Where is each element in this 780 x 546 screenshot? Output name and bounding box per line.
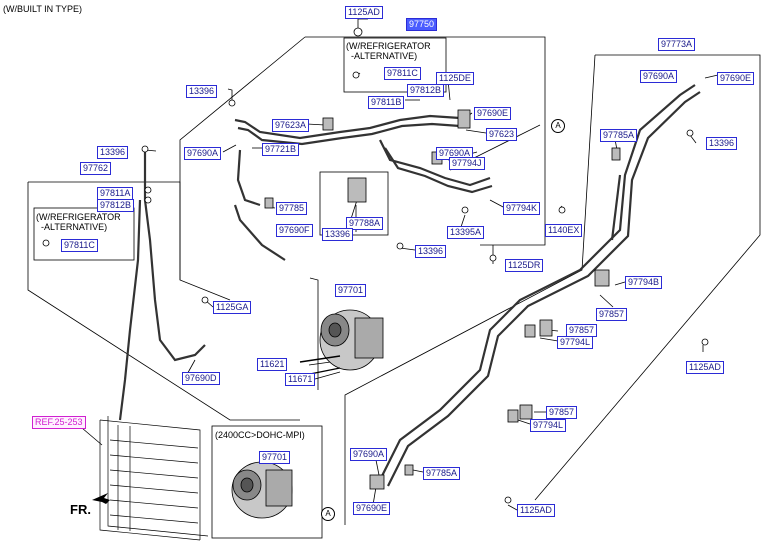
- part-label-97773a[interactable]: 97773A: [658, 38, 696, 51]
- part-label-97701[interactable]: 97701: [335, 284, 367, 297]
- engine-note: (2400CC>DOHC-MPI): [215, 430, 305, 440]
- part-label-97690e[interactable]: 97690E: [353, 502, 391, 515]
- part-label-97721b[interactable]: 97721B: [262, 143, 300, 156]
- part-label-97794j[interactable]: 97794J: [449, 157, 485, 170]
- part-label-97690a[interactable]: 97690A: [184, 147, 222, 160]
- group-frame-97762: [28, 181, 181, 280]
- part-label-97623a[interactable]: 97623A: [272, 119, 310, 132]
- part-label-97690e[interactable]: 97690E: [474, 107, 512, 120]
- part-label-1125ad[interactable]: 1125AD: [517, 504, 555, 517]
- front-direction-label: FR.: [70, 502, 91, 517]
- part-label-97788a[interactable]: 97788A: [346, 217, 384, 230]
- part-label-97701[interactable]: 97701: [259, 451, 291, 464]
- reference-label[interactable]: REF.25-253: [32, 416, 86, 429]
- part-label-13396[interactable]: 13396: [186, 85, 218, 98]
- part-label-97750[interactable]: 97750: [406, 18, 438, 31]
- part-label-13396[interactable]: 13396: [415, 245, 447, 258]
- part-label-97794b[interactable]: 97794B: [625, 276, 663, 289]
- part-label-97794l[interactable]: 97794L: [557, 336, 594, 349]
- bracket-box: [319, 171, 389, 236]
- group-frame-97762-bottom: [27, 182, 300, 421]
- part-label-97690a[interactable]: 97690A: [350, 448, 388, 461]
- part-label-97690f[interactable]: 97690F: [276, 224, 313, 237]
- part-label-97794l[interactable]: 97794L: [530, 419, 567, 432]
- group-frame-left-edge: [179, 36, 306, 301]
- part-label-97857[interactable]: 97857: [596, 308, 628, 321]
- part-label-97623[interactable]: 97623: [486, 128, 518, 141]
- part-label-1125ad[interactable]: 1125AD: [686, 361, 724, 374]
- part-label-97811b[interactable]: 97811B: [368, 96, 405, 109]
- part-label-97811c[interactable]: 97811C: [384, 67, 421, 80]
- fr-arrow-icon: [92, 493, 110, 504]
- part-label-13395a[interactable]: 13395A: [447, 226, 485, 239]
- part-label-11621[interactable]: 11621: [257, 358, 288, 371]
- part-label-1125ad[interactable]: 1125AD: [345, 6, 383, 19]
- group-frame-97773A: [534, 54, 761, 501]
- part-label-97811c[interactable]: 97811C: [61, 239, 98, 252]
- group-frame-97750: [305, 36, 546, 246]
- refrigerator-box-left: [33, 207, 135, 261]
- part-label-97794k[interactable]: 97794K: [503, 202, 541, 215]
- part-label-13396[interactable]: 13396: [706, 137, 738, 150]
- part-label-97785[interactable]: 97785: [276, 202, 308, 215]
- part-label-1140ex[interactable]: 1140EX: [545, 224, 583, 237]
- part-label-97785a[interactable]: 97785A: [600, 129, 638, 142]
- connector-a-top: A: [551, 119, 565, 133]
- refrigerator-note-top: (W/REFRIGERATOR -ALTERNATIVE): [346, 41, 431, 61]
- type-note: (W/BUILT IN TYPE): [3, 4, 83, 14]
- part-label-97690d[interactable]: 97690D: [182, 372, 220, 385]
- part-label-97690e[interactable]: 97690E: [717, 72, 755, 85]
- part-label-97812b[interactable]: 97812B: [407, 84, 445, 97]
- part-label-97690a[interactable]: 97690A: [640, 70, 678, 83]
- compressor-leader: [309, 277, 319, 390]
- engine-box: [211, 425, 323, 539]
- refrigerator-box-top: [343, 37, 447, 93]
- part-label-97812b[interactable]: 97812B: [97, 199, 135, 212]
- part-label-97762[interactable]: 97762: [80, 162, 112, 175]
- part-label-1125de[interactable]: 1125DE: [436, 72, 474, 85]
- connector-a-bottom: A: [321, 507, 335, 521]
- group-frame-97773A-left: [344, 54, 596, 525]
- part-label-97857[interactable]: 97857: [546, 406, 578, 419]
- refrigerator-note-left: (W/REFRIGERATOR -ALTERNATIVE): [36, 212, 121, 232]
- part-label-97785a[interactable]: 97785A: [423, 467, 461, 480]
- part-label-1125dr[interactable]: 1125DR: [505, 259, 544, 272]
- part-label-1125ga[interactable]: 1125GA: [213, 301, 252, 314]
- part-label-13396[interactable]: 13396: [97, 146, 129, 159]
- part-label-11671[interactable]: 11671: [285, 373, 316, 386]
- part-label-13396[interactable]: 13396: [322, 228, 354, 241]
